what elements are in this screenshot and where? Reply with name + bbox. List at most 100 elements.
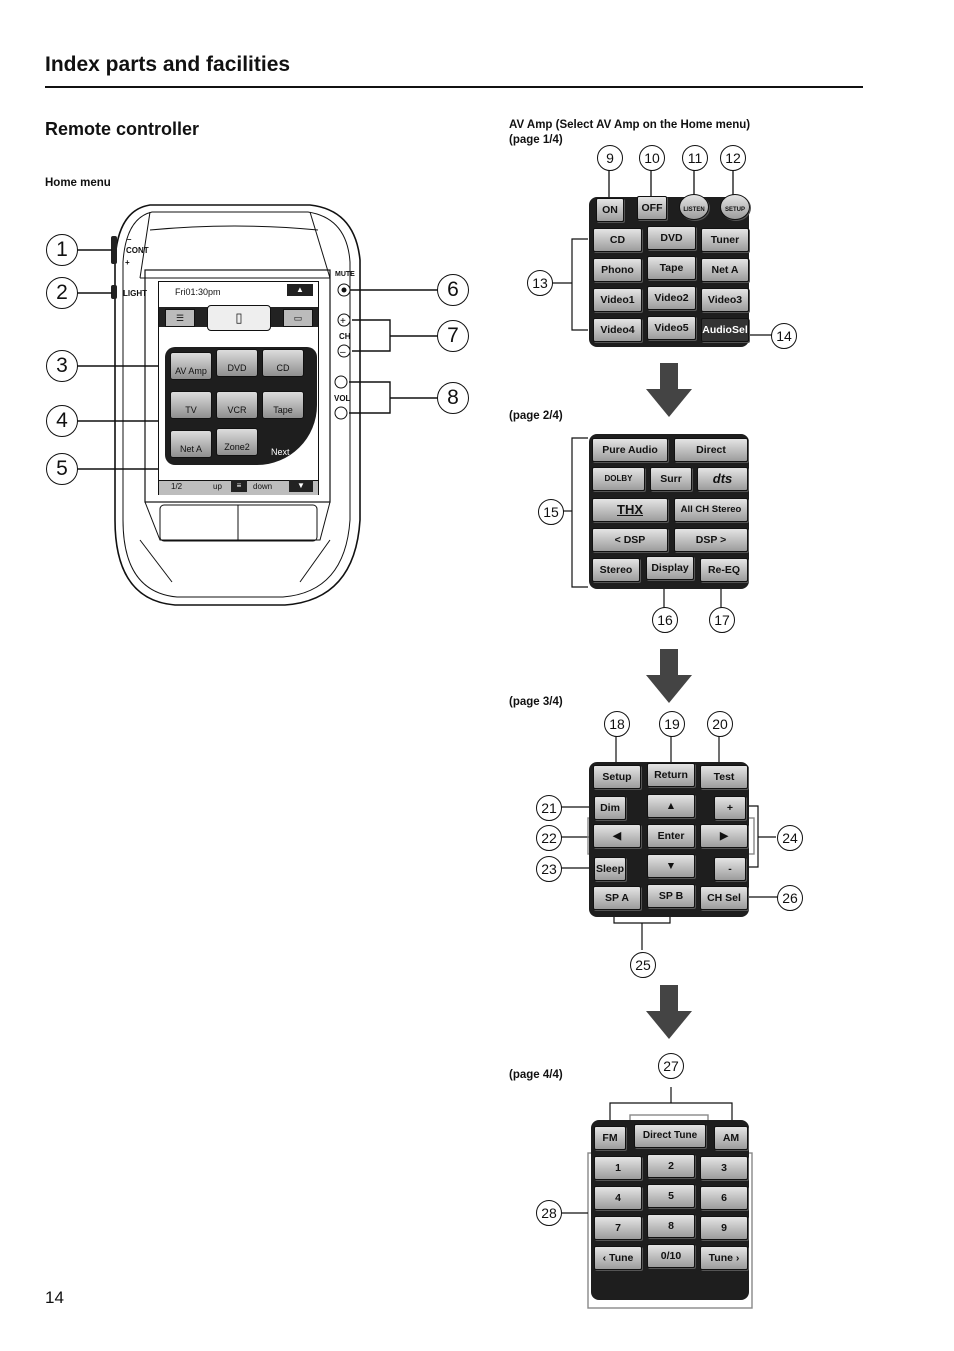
digit-0-10-key[interactable]: 0/10 bbox=[647, 1244, 695, 1268]
net-a-key[interactable]: Net A bbox=[701, 258, 749, 282]
surr-key[interactable]: Surr bbox=[650, 467, 692, 491]
light-label: LIGHT bbox=[123, 289, 147, 298]
dvd-key[interactable]: DVD bbox=[647, 226, 696, 250]
callout-24: 24 bbox=[777, 825, 803, 851]
pure-audio-key[interactable]: Pure Audio bbox=[592, 438, 668, 462]
audiosel-key[interactable]: AudioSel bbox=[701, 318, 749, 342]
ch-sel-key[interactable]: CH Sel bbox=[700, 886, 748, 910]
dolby-key[interactable]: DOLBY bbox=[592, 467, 645, 491]
plus-key[interactable]: + bbox=[714, 796, 746, 820]
digit-5-key[interactable]: 5 bbox=[647, 1184, 695, 1208]
cont-label: CONT bbox=[126, 246, 149, 255]
next-button[interactable]: Next bbox=[271, 447, 290, 457]
listen-button[interactable]: LISTEN bbox=[679, 194, 709, 220]
right-arrow-icon[interactable]: ▶ bbox=[700, 824, 748, 848]
all-ch-stereo-key[interactable]: All CH Stereo bbox=[674, 498, 748, 522]
net-a-button[interactable]: Net A bbox=[170, 430, 212, 458]
phono-key[interactable]: Phono bbox=[593, 258, 642, 282]
screen-scroll-down-icon[interactable]: ▼ bbox=[289, 480, 313, 492]
sp-a-key[interactable]: SP A bbox=[593, 886, 641, 910]
callout-18: 18 bbox=[604, 711, 630, 737]
re-eq-key[interactable]: Re-EQ bbox=[700, 558, 748, 582]
up-arrow-icon[interactable]: ▲ bbox=[647, 794, 695, 818]
callout-6: 6 bbox=[437, 274, 469, 306]
off-button[interactable]: OFF bbox=[637, 196, 667, 220]
minus-key[interactable]: - bbox=[714, 857, 746, 881]
cd-key[interactable]: CD bbox=[593, 228, 642, 252]
home-menu-caption: Home menu bbox=[45, 177, 111, 189]
cont-minus-label: – bbox=[127, 235, 132, 244]
digit-6-key[interactable]: 6 bbox=[700, 1186, 748, 1210]
callout-4: 4 bbox=[46, 405, 78, 437]
video3-key[interactable]: Video3 bbox=[701, 288, 749, 312]
enter-key[interactable]: Enter bbox=[647, 824, 695, 848]
dsp-up-key[interactable]: DSP > bbox=[674, 528, 748, 552]
dvd-button[interactable]: DVD bbox=[216, 349, 258, 377]
device-icon[interactable]: ▭ bbox=[283, 309, 313, 327]
display-key[interactable]: Display bbox=[646, 556, 694, 580]
thx-key[interactable]: THX bbox=[592, 498, 668, 522]
video5-key[interactable]: Video5 bbox=[647, 316, 696, 340]
list-icon[interactable]: ☰ bbox=[165, 309, 195, 327]
video4-key[interactable]: Video4 bbox=[593, 318, 642, 342]
screen-clock: Fri01:30pm bbox=[175, 287, 221, 297]
dts-key[interactable]: dts bbox=[697, 467, 748, 491]
screen-scroll-up-icon[interactable]: ▲ bbox=[287, 284, 313, 296]
cd-button[interactable]: CD bbox=[262, 349, 304, 377]
digit-8-key[interactable]: 8 bbox=[647, 1214, 695, 1238]
cont-plus-label: + bbox=[125, 258, 130, 267]
sp-b-key[interactable]: SP B bbox=[647, 884, 695, 908]
test-key[interactable]: Test bbox=[700, 765, 748, 789]
tape-key[interactable]: Tape bbox=[647, 256, 696, 280]
mute-label: MUTE bbox=[335, 271, 355, 278]
vcr-button[interactable]: VCR bbox=[216, 391, 258, 419]
zone2-button[interactable]: Zone2 bbox=[216, 428, 258, 456]
direct-key[interactable]: Direct bbox=[674, 438, 748, 462]
screen-down-label[interactable]: down bbox=[253, 482, 273, 491]
screen-up-label[interactable]: up bbox=[213, 482, 222, 491]
svg-text:+: + bbox=[340, 316, 346, 327]
fm-key[interactable]: FM bbox=[594, 1126, 626, 1150]
digit-4-key[interactable]: 4 bbox=[594, 1186, 642, 1210]
direct-tune-key[interactable]: Direct Tune bbox=[634, 1124, 706, 1148]
page4-panel bbox=[591, 1120, 749, 1300]
tape-button[interactable]: Tape bbox=[262, 391, 304, 419]
callout-27: 27 bbox=[658, 1053, 684, 1079]
callout-5: 5 bbox=[46, 453, 78, 485]
am-key[interactable]: AM bbox=[714, 1126, 748, 1150]
remote-screen: Fri01:30pm ▲ ☰ ▯ ▭ AV Amp DVD CD TV VCR … bbox=[158, 281, 319, 495]
digit-1-key[interactable]: 1 bbox=[594, 1156, 642, 1180]
sleep-key[interactable]: Sleep bbox=[594, 857, 626, 881]
av-amp-caption: AV Amp (Select AV Amp on the Home menu) bbox=[509, 119, 751, 131]
page-title: Index parts and facilities bbox=[45, 53, 291, 76]
callout-21: 21 bbox=[536, 795, 562, 821]
av-amp-button[interactable]: AV Amp bbox=[170, 352, 212, 380]
screen-menu-icon[interactable]: ≡ bbox=[231, 480, 247, 492]
dsp-down-key[interactable]: < DSP bbox=[592, 528, 668, 552]
callout-26: 26 bbox=[777, 885, 803, 911]
setup-button[interactable]: SETUP bbox=[720, 194, 750, 220]
video2-key[interactable]: Video2 bbox=[647, 286, 696, 310]
tv-button[interactable]: TV bbox=[170, 391, 212, 419]
digit-2-key[interactable]: 2 bbox=[647, 1154, 695, 1178]
left-arrow-icon[interactable]: ◀ bbox=[593, 824, 641, 848]
on-button[interactable]: ON bbox=[596, 198, 624, 222]
digit-3-key[interactable]: 3 bbox=[700, 1156, 748, 1180]
dim-key[interactable]: Dim bbox=[594, 796, 626, 820]
down-arrow-icon[interactable]: ▼ bbox=[647, 854, 695, 878]
callout-8: 8 bbox=[437, 382, 469, 414]
svg-text:–: – bbox=[340, 347, 346, 358]
digit-7-key[interactable]: 7 bbox=[594, 1216, 642, 1240]
tune-down-key[interactable]: ‹ Tune bbox=[594, 1246, 642, 1270]
tune-up-key[interactable]: Tune › bbox=[700, 1246, 748, 1270]
stereo-key[interactable]: Stereo bbox=[592, 558, 640, 582]
callout-13: 13 bbox=[527, 270, 553, 296]
video1-key[interactable]: Video1 bbox=[593, 288, 642, 312]
remote-icon[interactable]: ▯ bbox=[207, 305, 271, 331]
return-key[interactable]: Return bbox=[647, 763, 695, 787]
setup-key[interactable]: Setup bbox=[593, 765, 641, 789]
tuner-key[interactable]: Tuner bbox=[701, 228, 749, 252]
digit-9-key[interactable]: 9 bbox=[700, 1216, 748, 1240]
callout-20: 20 bbox=[707, 711, 733, 737]
callout-2: 2 bbox=[46, 277, 78, 309]
